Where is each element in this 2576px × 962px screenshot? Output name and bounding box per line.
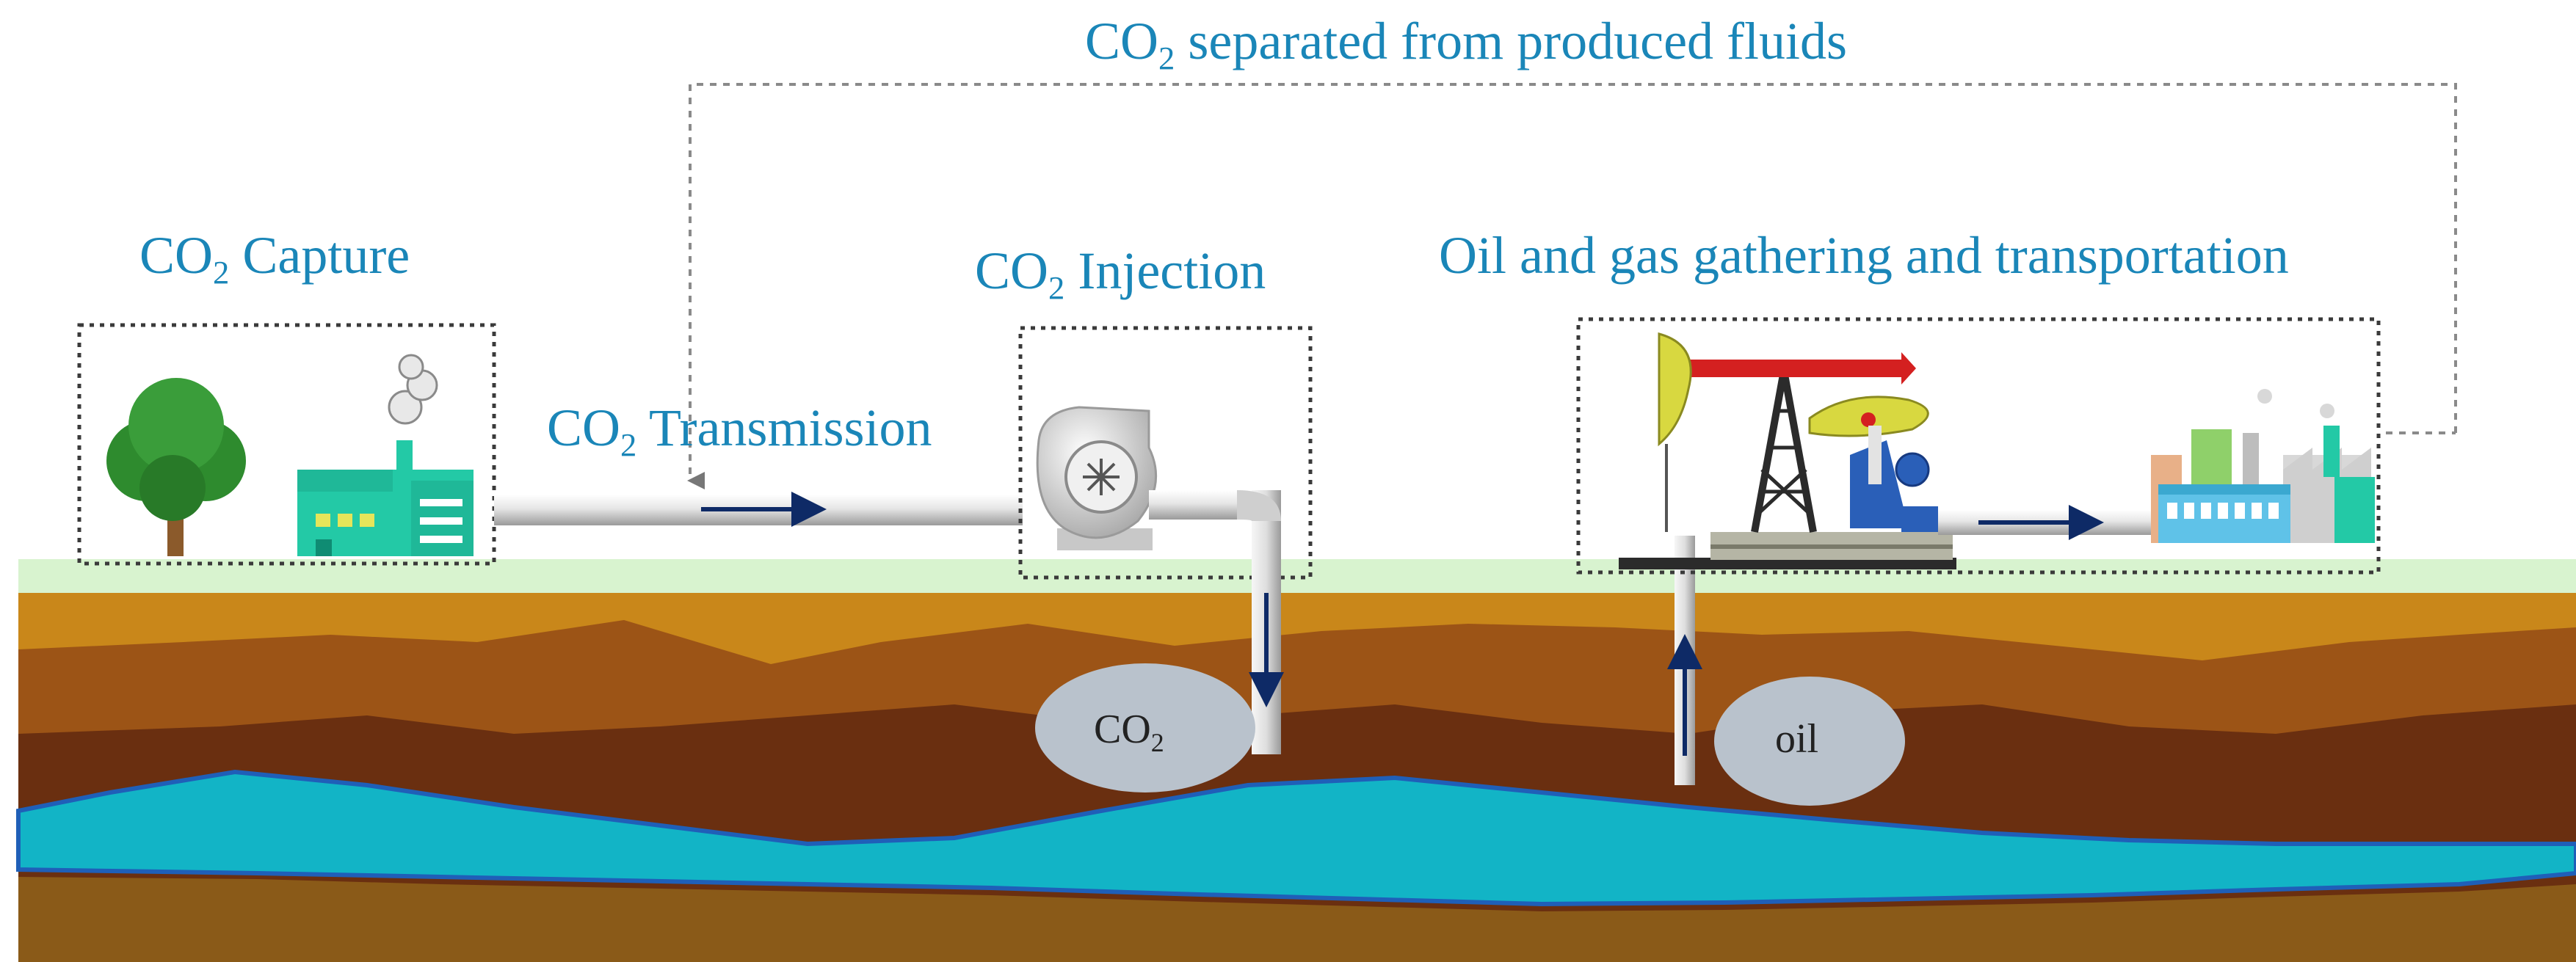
co2-bubble: CO2 xyxy=(1035,663,1255,792)
label-capture: CO2 Capture xyxy=(139,226,410,291)
injection-box xyxy=(1018,326,1313,580)
pump-jack-icon xyxy=(1619,332,1956,569)
aquifer-layer xyxy=(16,769,2576,907)
oil-bubble: oil xyxy=(1714,677,1905,806)
compressor-icon xyxy=(1036,406,1158,550)
co2-bubble-label: CO2 xyxy=(1094,707,1164,757)
injection-pipe xyxy=(1149,490,1284,754)
recycle-path xyxy=(687,83,2457,489)
processing-plant-icon xyxy=(2151,389,2375,543)
transmission-pipe xyxy=(494,492,1023,527)
ground-surface xyxy=(18,559,2576,593)
production-pipe xyxy=(1667,536,1702,785)
label-gathering: Oil and gas gathering and transportation xyxy=(1439,226,2289,285)
tree-icon xyxy=(106,378,246,556)
capture-box xyxy=(77,323,496,566)
label-transmission: CO2 Transmission xyxy=(547,398,932,463)
oil-bubble-label: oil xyxy=(1775,716,1818,762)
bottom-layer xyxy=(18,877,2576,962)
underground-strata xyxy=(16,559,2576,962)
label-recycle: CO2 separated from produced fluids xyxy=(1085,12,1847,76)
factory-icon xyxy=(297,354,474,556)
gathering-pipe xyxy=(1938,505,2151,540)
label-injection: CO2 Injection xyxy=(975,241,1266,306)
gathering-box xyxy=(1576,317,2381,575)
